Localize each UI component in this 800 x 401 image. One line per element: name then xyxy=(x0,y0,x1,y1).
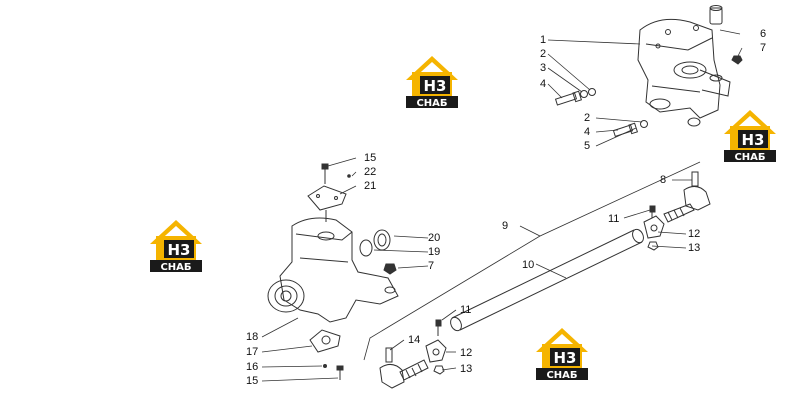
callout-20: 20 xyxy=(428,232,440,244)
bushing-lower-upper xyxy=(687,117,701,127)
washer-2-upper-b xyxy=(640,120,648,128)
left-knuckle-assembly xyxy=(267,217,399,323)
callout-5: 5 xyxy=(584,140,590,152)
washer-3 xyxy=(580,90,588,98)
clamp-12-right xyxy=(643,215,665,239)
tie-rod-end-14 xyxy=(379,347,429,389)
seal-19 xyxy=(359,239,373,257)
callouts-rod: 8 9 10 11 12 13 11 14 12 13 xyxy=(408,174,700,375)
callout-4-b: 4 xyxy=(584,126,590,138)
callout-13-left: 13 xyxy=(460,363,472,375)
nut-13-right xyxy=(647,241,659,251)
grease-nipple-7-left xyxy=(383,263,397,275)
svg-text:H3: H3 xyxy=(168,241,191,259)
pin-16 xyxy=(323,364,327,368)
watermark-logo-2: H3 СНАБ xyxy=(724,110,776,163)
callout-21: 21 xyxy=(364,180,376,192)
grease-nipple-7-upper xyxy=(731,55,743,65)
callout-13-right: 13 xyxy=(688,242,700,254)
watermark-logo-4: H3 СНАБ xyxy=(536,328,588,381)
bolt-11-left xyxy=(435,319,442,336)
svg-text:СНАБ: СНАБ xyxy=(160,262,191,273)
svg-text:H3: H3 xyxy=(742,131,765,149)
callout-2-b: 2 xyxy=(584,112,590,124)
upper-plate-21 xyxy=(307,185,347,222)
callout-3: 3 xyxy=(540,62,546,74)
callout-4-a: 4 xyxy=(540,78,546,90)
nut-13-left xyxy=(433,365,445,375)
callout-2-a: 2 xyxy=(540,48,546,60)
callout-1: 1 xyxy=(540,34,546,46)
callout-7-upper: 7 xyxy=(760,42,766,54)
callout-15-top: 15 xyxy=(364,152,376,164)
svg-text:H3: H3 xyxy=(424,77,447,95)
clamp-12-left xyxy=(425,339,447,363)
callout-9: 9 xyxy=(502,220,508,232)
svg-text:СНАБ: СНАБ xyxy=(546,370,577,381)
pin-22 xyxy=(347,174,351,178)
tie-rod-end-8 xyxy=(663,171,711,223)
callouts-left: 15 22 21 20 19 7 18 17 16 15 xyxy=(246,152,440,387)
svg-text:СНАБ: СНАБ xyxy=(416,98,447,109)
tie-rod-10 xyxy=(450,228,644,332)
lower-plate-17 xyxy=(309,329,341,353)
upper-knuckle-assembly xyxy=(637,18,731,119)
leader-lines xyxy=(261,29,743,382)
callout-7-left: 7 xyxy=(428,260,434,272)
callout-10: 10 xyxy=(522,259,534,271)
bushing-20 xyxy=(373,229,391,251)
callout-22: 22 xyxy=(364,166,376,178)
callout-11-left: 11 xyxy=(460,304,471,316)
watermark-logo-3: H3 СНАБ xyxy=(150,220,202,273)
bolt-4-upper-a xyxy=(554,90,583,106)
callout-18: 18 xyxy=(246,331,258,343)
bolt-15-bottom xyxy=(336,365,344,380)
callout-15-bottom: 15 xyxy=(246,375,258,387)
svg-text:СНАБ: СНАБ xyxy=(734,152,765,163)
callout-16: 16 xyxy=(246,361,258,373)
callout-17: 17 xyxy=(246,346,258,358)
bolt-15-top xyxy=(321,163,329,184)
watermark-logo-1: H3 СНАБ xyxy=(406,56,458,109)
callout-19: 19 xyxy=(428,246,440,258)
callout-8: 8 xyxy=(660,174,666,186)
bolt-11-right xyxy=(649,205,656,218)
callout-14: 14 xyxy=(408,334,420,346)
washer-2-upper-a xyxy=(588,88,596,96)
callout-12-right: 12 xyxy=(688,228,700,240)
callout-11-right: 11 xyxy=(608,213,619,225)
bushing-6 xyxy=(709,5,723,25)
callout-12-left: 12 xyxy=(460,347,472,359)
callouts-upper: 1 2 3 4 2 4 5 6 7 xyxy=(540,28,766,152)
svg-text:H3: H3 xyxy=(554,349,577,367)
callout-6: 6 xyxy=(760,28,766,40)
